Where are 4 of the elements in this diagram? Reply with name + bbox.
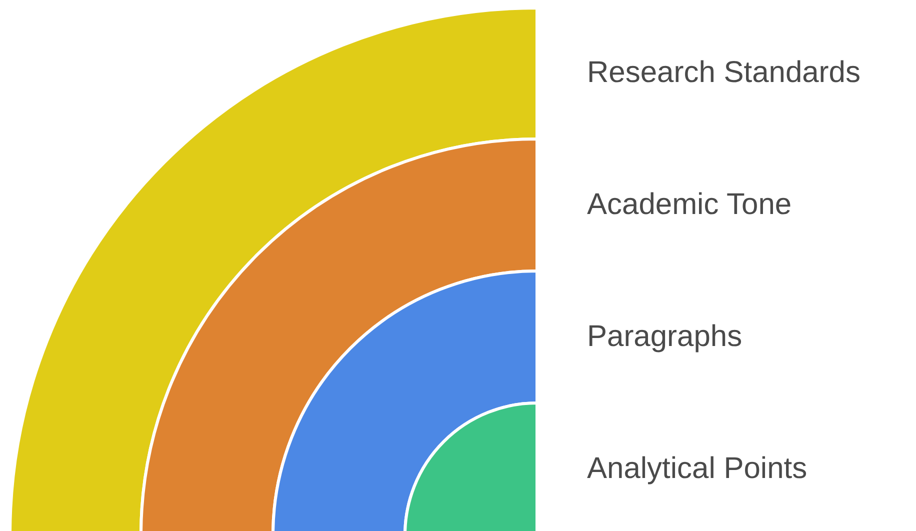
band-label: Research Standards [587,55,860,91]
band-label: Paragraphs [587,319,742,355]
band-label: Analytical Points [587,451,808,487]
band-label: Academic Tone [587,187,792,223]
